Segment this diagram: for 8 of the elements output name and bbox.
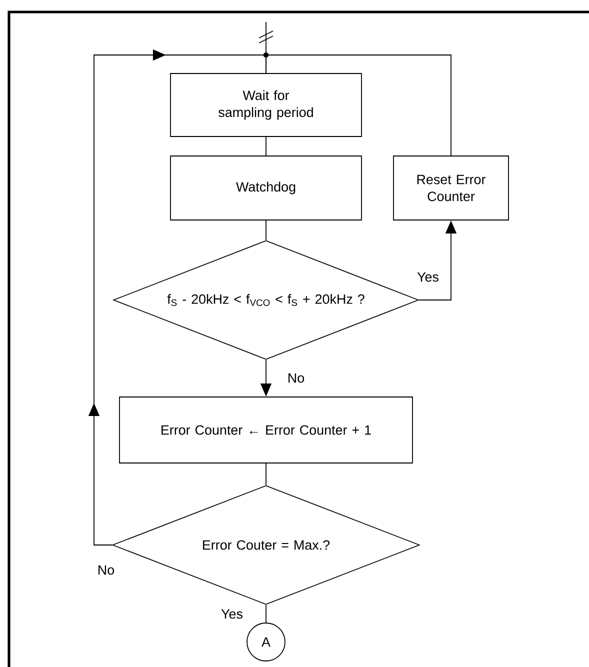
- process-box: Error Counter ← Error Counter + 1: [119, 396, 413, 464]
- process-box: Wait for sampling period: [170, 73, 362, 137]
- arrow: [88, 49, 266, 546]
- edge-label: No: [288, 373, 304, 383]
- process-box: Watchdog: [170, 156, 362, 220]
- edge-label: Yes: [417, 272, 438, 282]
- edge-label: Yes: [221, 609, 242, 619]
- process-box: Reset Error Counter: [393, 156, 509, 220]
